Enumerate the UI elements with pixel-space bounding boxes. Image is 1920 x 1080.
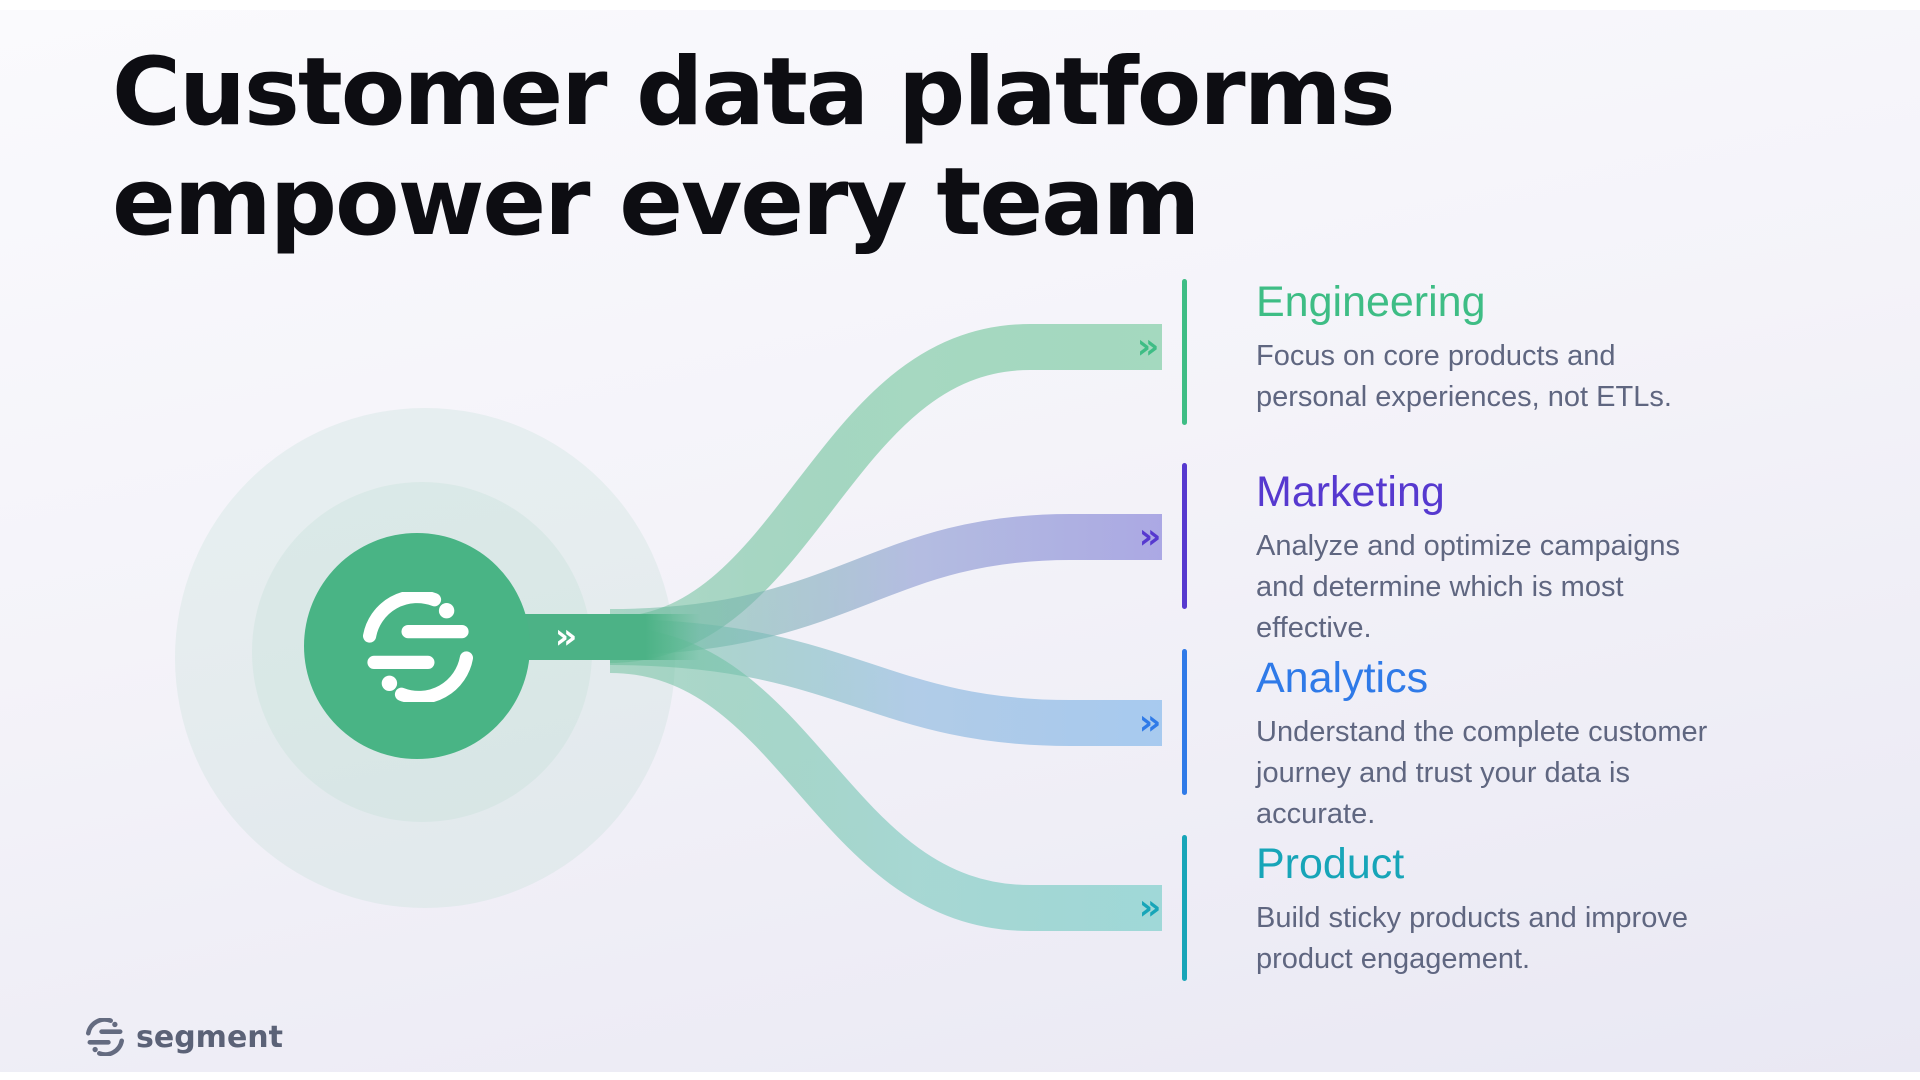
branch-marketing: Marketing Analyze and optimize campaigns… — [1256, 466, 1856, 649]
product-chevron-icon: » — [1138, 888, 1162, 928]
branch-label: Analytics — [1256, 654, 1429, 702]
analytics-accent-line — [1182, 649, 1187, 795]
segment-wordmark: segment — [136, 1019, 283, 1055]
page-title-line2: empower every team — [112, 148, 1200, 257]
product-accent-line — [1182, 835, 1187, 981]
top-edge-strip — [0, 0, 1920, 10]
hub-chevron-icon: » — [554, 617, 578, 657]
branch-product: Product Build sticky products and improv… — [1256, 838, 1856, 980]
engineering-chevron-icon: » — [1136, 327, 1160, 367]
branch-analytics: Analytics Understand the complete custom… — [1256, 652, 1856, 835]
segment-footer-logo-icon — [86, 1018, 124, 1056]
branch-label: Marketing — [1256, 468, 1445, 516]
ribbon-analytics — [609, 619, 1162, 746]
page-title: Customer data platforms empower every te… — [112, 38, 1396, 258]
engineering-accent-line — [1182, 279, 1187, 425]
hub-circle — [304, 533, 530, 759]
branch-engineering: Engineering Focus on core products and p… — [1256, 276, 1856, 418]
branch-label: Engineering — [1256, 278, 1486, 326]
marketing-chevron-icon: » — [1138, 517, 1162, 557]
branch-description: Focus on core products and personal expe… — [1256, 340, 1672, 413]
branch-description: Build sticky products and improve produc… — [1256, 902, 1688, 975]
branch-label: Product — [1256, 840, 1405, 888]
bottom-edge-strip — [0, 1072, 1920, 1080]
analytics-chevron-icon: » — [1138, 703, 1162, 743]
footer-brand: segment — [86, 1018, 283, 1056]
branch-description: Understand the complete customer journey… — [1256, 716, 1708, 830]
branch-description: Analyze and optimize campaigns and deter… — [1256, 530, 1680, 644]
marketing-accent-line — [1182, 463, 1187, 609]
ribbon-product — [609, 627, 1162, 931]
page-title-line1: Customer data platforms — [112, 38, 1396, 147]
